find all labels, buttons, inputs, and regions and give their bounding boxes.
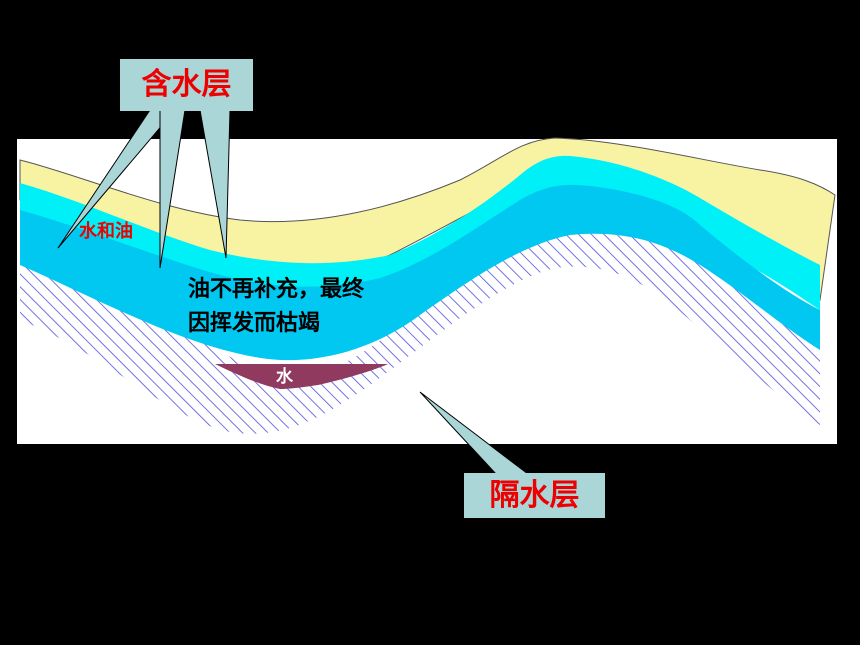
aquitard-layer [20,211,820,434]
aquitard-label: 隔水层 [464,473,605,518]
water-pocket [215,364,388,389]
water-and-oil-label: 水和油 [79,221,133,242]
aquifer-label: 含水层 [120,59,253,111]
water-pocket-label: 水 [276,367,293,387]
aquifer-lower-layer [20,184,820,361]
evaporation-note-line1: 油不再补充，最终 [188,277,365,302]
evaporation-note-line2: 因挥发而枯竭 [188,311,321,336]
